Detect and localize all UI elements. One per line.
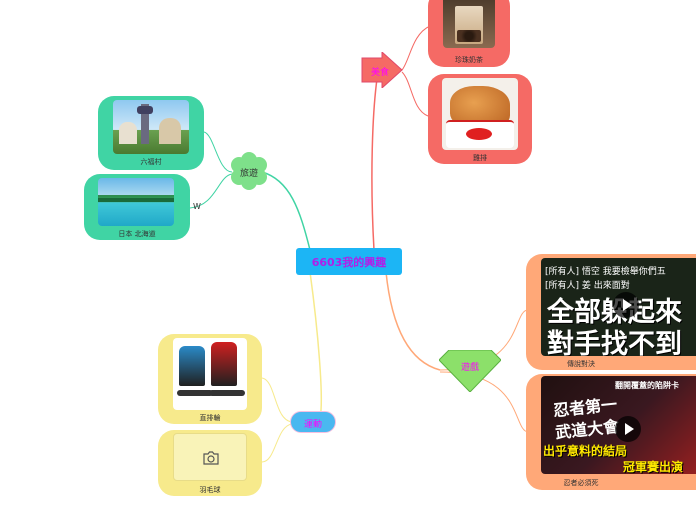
connector-central-food xyxy=(371,71,379,251)
connector-central-games xyxy=(385,271,441,371)
branch-travel-label: 旅遊 xyxy=(239,169,258,179)
cloud-shape-icon xyxy=(231,152,267,190)
leofoo-village-image xyxy=(113,100,189,154)
games-card-arena-of-valor[interactable]: [所有人] 悟空 我要檢舉你們五 [所有人] 姜 出來面對 全部躲起來 對手找不… xyxy=(526,254,696,370)
central-node-label: 6603我的興趣 xyxy=(311,256,387,269)
connector-central-travel xyxy=(261,171,311,251)
food-card-fried-chicken[interactable]: 雞排 xyxy=(428,74,532,164)
branch-sports-label: 運動 xyxy=(303,420,322,430)
connector-central-sports xyxy=(309,271,323,419)
branch-sports[interactable]: 運動 xyxy=(290,411,336,433)
ninja-must-die-video-thumbnail[interactable]: 翻開覆蓋的陷阱卡 忍者第一 武道大會 出乎意料的結局 冠軍賽出演 xyxy=(541,376,696,474)
central-node[interactable]: 6603我的興趣 xyxy=(296,248,402,275)
travel-card-hokkaido[interactable]: 日本 北海道 xyxy=(84,174,190,240)
travel-caption-leofoo: 六福村 xyxy=(140,158,162,166)
bubble-tea-image xyxy=(443,0,495,48)
games-caption-ninja-must-die: 忍者必須死 xyxy=(563,479,599,487)
food-caption-bubble-tea: 珍珠奶茶 xyxy=(455,56,483,64)
branch-travel[interactable]: 旅遊 xyxy=(229,152,269,190)
play-video-icon[interactable] xyxy=(615,416,641,442)
travel-note: W xyxy=(193,202,201,211)
thumb-chat-line-1: [所有人] 悟空 我要檢舉你們五 xyxy=(545,267,666,277)
sports-caption-badminton: 羽毛球 xyxy=(199,486,221,494)
branch-food[interactable]: 美食 xyxy=(360,50,404,90)
games-card-ninja-must-die[interactable]: 翻開覆蓋的陷阱卡 忍者第一 武道大會 出乎意料的結局 冠軍賽出演 忍者必須死 xyxy=(526,374,696,490)
travel-caption-hokkaido: 日本 北海道 xyxy=(118,230,156,238)
arena-of-valor-video-thumbnail[interactable]: [所有人] 悟空 我要檢舉你們五 [所有人] 姜 出來面對 全部躲起來 對手找不… xyxy=(541,258,696,356)
sports-card-inline-skating[interactable]: 直排輪 xyxy=(158,334,262,424)
thumb-subtitle-1: 出乎意料的結局 xyxy=(543,444,628,458)
thumb-trap-text: 翻開覆蓋的陷阱卡 xyxy=(615,381,679,390)
sports-card-badminton[interactable]: 羽毛球 xyxy=(158,430,262,496)
thumb-headline-2: 對手找不到 xyxy=(547,329,682,356)
camera-icon xyxy=(203,451,219,465)
thumb-title-2: 武道大會 xyxy=(554,416,620,443)
fried-chicken-image xyxy=(442,78,518,150)
branch-food-label: 美食 xyxy=(370,68,389,78)
branch-games[interactable]: 遊戲 xyxy=(438,349,502,393)
food-caption-fried-chicken: 雞排 xyxy=(473,154,487,162)
arrow-shape-icon xyxy=(361,50,403,90)
gem-shape-icon xyxy=(438,349,502,393)
branch-games-label: 遊戲 xyxy=(460,363,479,373)
hokkaido-image xyxy=(98,178,174,226)
games-caption-arena-of-valor: 傳說對決 xyxy=(567,360,595,368)
badminton-image-placeholder xyxy=(173,433,247,481)
thumb-subtitle-2: 冠軍賽出演 xyxy=(623,460,684,474)
sports-caption-inline-skating: 直排輪 xyxy=(199,414,221,422)
thumb-chat-line-2: [所有人] 姜 出來面對 xyxy=(545,281,630,291)
travel-card-leofoo[interactable]: 六福村 xyxy=(98,96,204,170)
play-video-icon[interactable] xyxy=(613,292,639,318)
food-card-bubble-tea[interactable]: 珍珠奶茶 xyxy=(428,0,510,67)
inline-skates-image xyxy=(173,338,247,410)
